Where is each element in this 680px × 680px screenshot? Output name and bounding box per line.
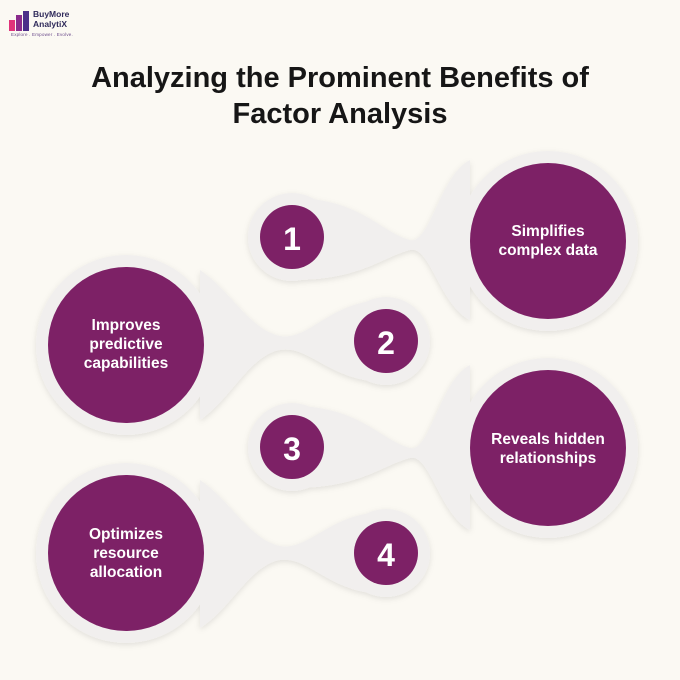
- benefit-circle-4: [48, 475, 204, 631]
- benefit-3-line-1: Reveals hidden: [491, 431, 605, 448]
- benefit-2-line-1: Improves: [91, 317, 161, 334]
- number-circle-3: [260, 415, 324, 479]
- number-circle-2: [354, 309, 418, 373]
- number-label-3: 3: [283, 431, 301, 467]
- benefit-2-line-3: capabilities: [83, 355, 169, 372]
- benefit-circle-1: [470, 163, 626, 319]
- page-title-line2: Factor Analysis: [232, 98, 448, 130]
- benefit-2-line-2: predictive: [89, 336, 163, 353]
- benefit-text-3: Reveals hidden relationships: [473, 430, 623, 468]
- page-title: Analyzing the Prominent Benefits of Fact…: [0, 60, 680, 132]
- benefit-3-line-2: relationships: [499, 450, 597, 467]
- benefit-1-line-1: Simplifies: [511, 223, 585, 240]
- benefit-text-4: Optimizes resource allocation: [56, 525, 196, 582]
- number-label-1: 1: [283, 221, 301, 257]
- benefit-text-2: Improves predictive capabilities: [56, 316, 196, 373]
- page-title-line1: Analyzing the Prominent Benefits of: [91, 62, 589, 94]
- brand-name: BuyMore AnalytiX: [33, 9, 95, 29]
- number-label-4: 4: [377, 537, 395, 573]
- number-circle-4: [354, 521, 418, 585]
- benefit-4-line-1: Optimizes: [88, 526, 164, 543]
- logo-mark-icon: [9, 11, 29, 31]
- brand-logo: BuyMore AnalytiX Explore . Empower . Evo…: [8, 8, 96, 42]
- benefit-circle-2: [48, 267, 204, 423]
- number-circle-1: [260, 205, 324, 269]
- benefit-circle-3: [470, 370, 626, 526]
- benefit-4-line-2: resource: [93, 545, 159, 562]
- brand-tagline: Explore . Empower . Evolve.: [11, 32, 73, 37]
- benefit-text-1: Simplifies complex data: [478, 222, 618, 260]
- benefit-1-line-2: complex data: [498, 242, 598, 259]
- brand-name-line2: AnalytiX: [33, 19, 68, 29]
- benefit-4-line-3: allocation: [89, 564, 163, 581]
- brand-name-line1: BuyMore: [33, 9, 70, 19]
- number-label-2: 2: [377, 325, 395, 361]
